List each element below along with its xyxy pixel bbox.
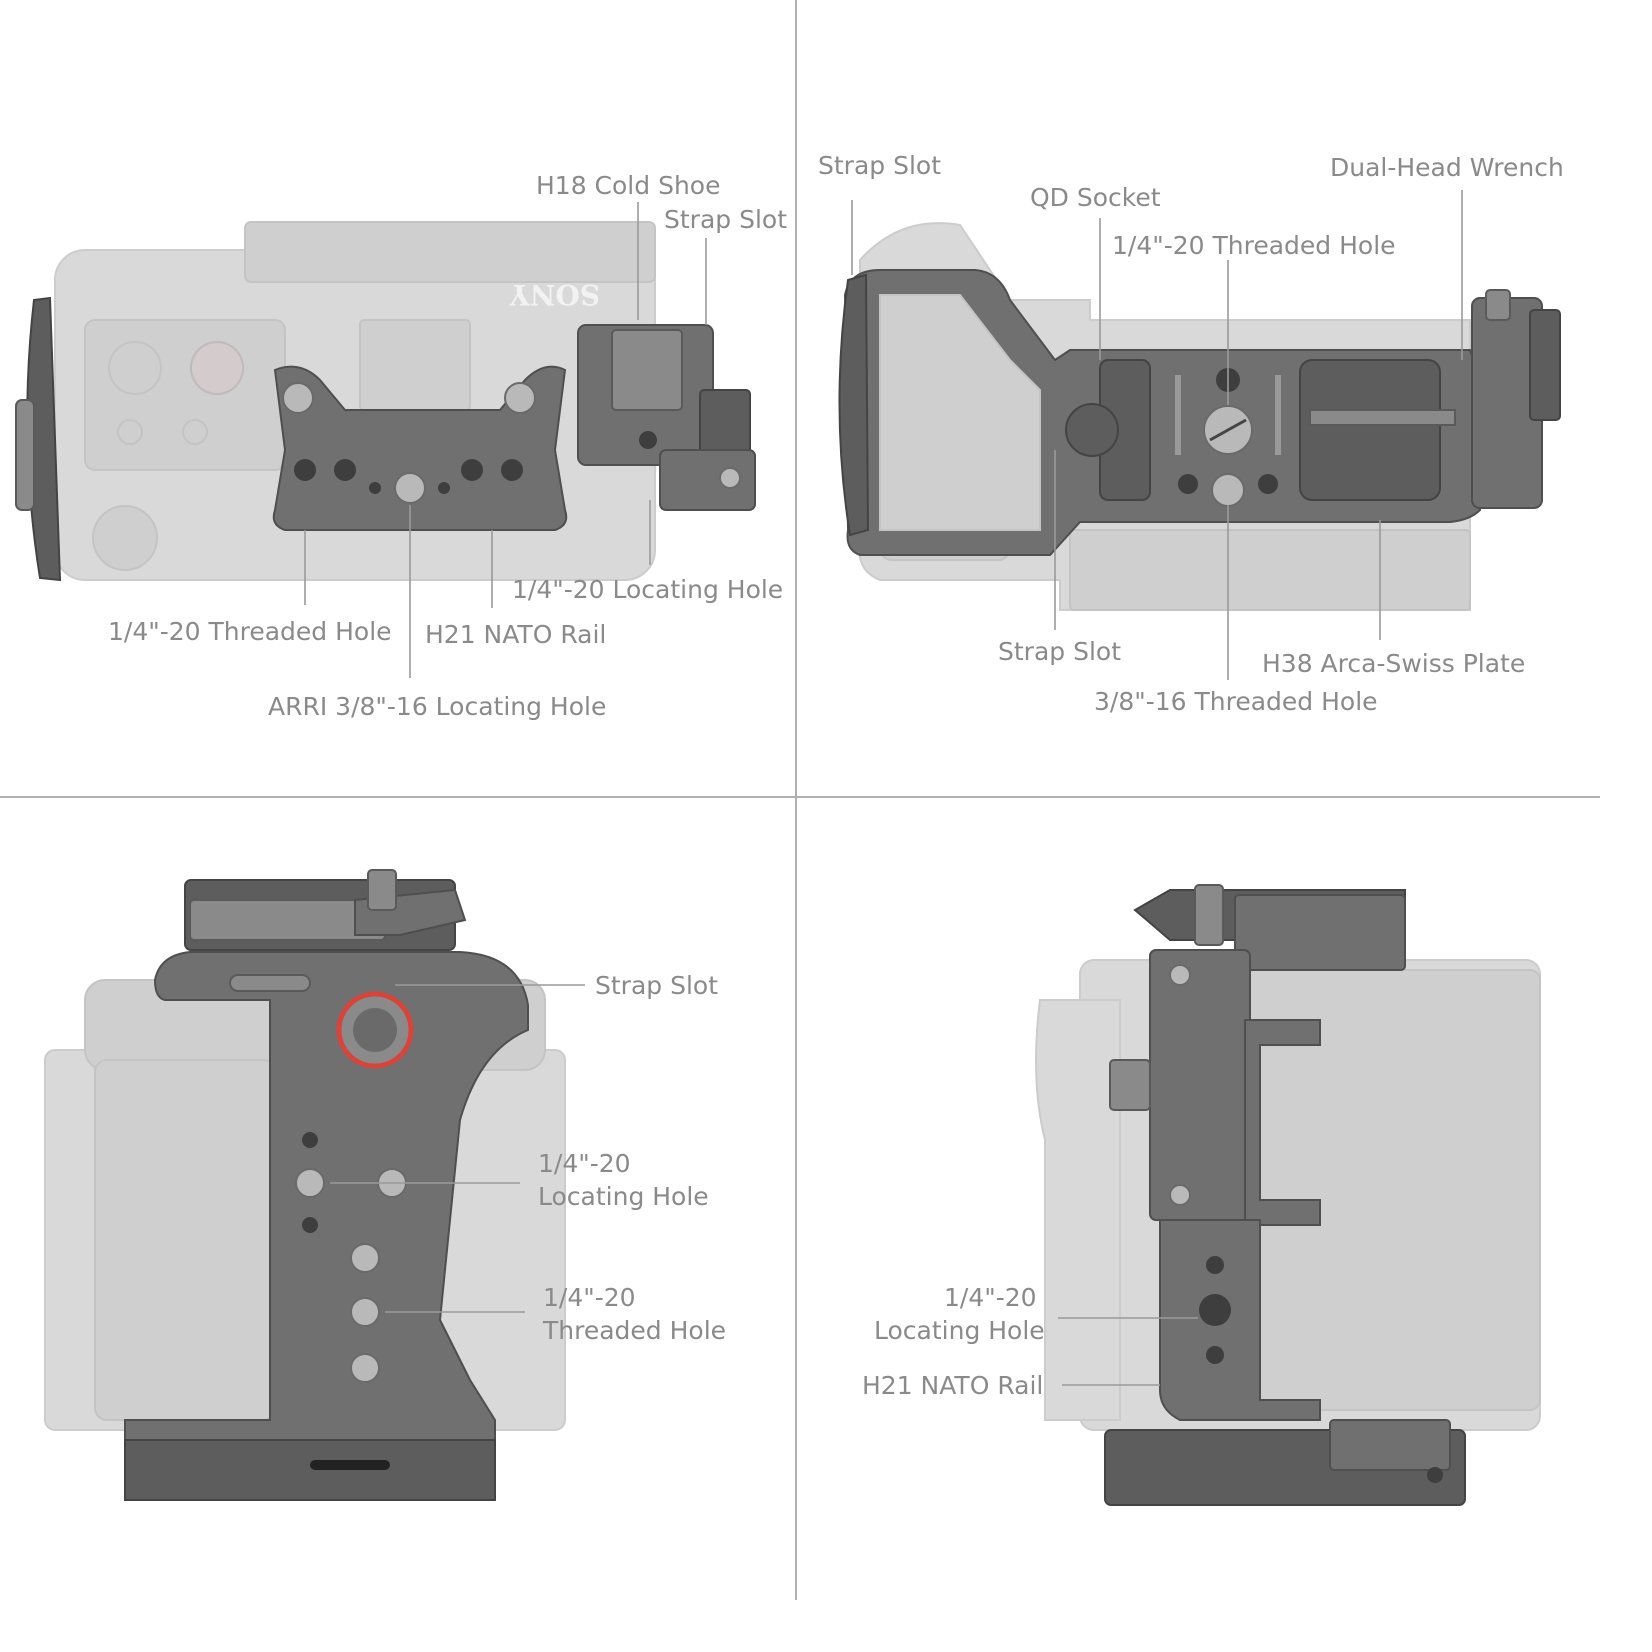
panel-top-right: Strap Slot QD Socket 1/4"-20 Threaded Ho… xyxy=(818,151,1564,716)
label-threaded-line2-bl: Threaded Hole xyxy=(542,1316,726,1345)
cold-shoe-bracket xyxy=(577,324,756,511)
label-arri-hole: ARRI 3/8"-16 Locating Hole xyxy=(268,692,606,721)
label-strap-slot-tr-top: Strap Slot xyxy=(818,151,941,180)
side-handle-right-top xyxy=(838,273,870,537)
label-qd-socket: QD Socket xyxy=(1030,183,1161,212)
label-locating-line2-bl: Locating Hole xyxy=(538,1182,709,1211)
label-arca-plate: H38 Arca-Swiss Plate xyxy=(1262,649,1525,678)
grip-cage xyxy=(124,951,529,1501)
label-threaded-hole-tr: 1/4"-20 Threaded Hole xyxy=(1112,231,1396,260)
label-nato-rail-br: H21 NATO Rail xyxy=(862,1371,1043,1400)
top-handle-bl xyxy=(184,869,467,951)
label-strap-slot-tr-bottom: Strap Slot xyxy=(998,637,1121,666)
side-plate-br xyxy=(1104,949,1466,1506)
label-locating-line1-bl: 1/4"-20 xyxy=(538,1149,631,1178)
label-nato-rail-tl: H21 NATO Rail xyxy=(425,620,606,649)
panel-bottom-right: 1/4"-20 Locating Hole H21 NATO Rail xyxy=(862,884,1541,1506)
top-nato-plate xyxy=(272,365,568,531)
label-strap-slot-bl: Strap Slot xyxy=(595,971,718,1000)
dual-head-wrench xyxy=(1471,289,1561,509)
panel-top-left: SONY xyxy=(15,171,787,721)
label-threaded-hole-tl: 1/4"-20 Threaded Hole xyxy=(108,617,392,646)
bottom-plate-cage xyxy=(843,269,1481,556)
label-threaded-line1-bl: 1/4"-20 xyxy=(543,1283,636,1312)
panel-bottom-left: Strap Slot 1/4"-20 Locating Hole 1/4"-20… xyxy=(44,869,726,1501)
label-cold-shoe: H18 Cold Shoe xyxy=(536,171,720,200)
label-wrench: Dual-Head Wrench xyxy=(1330,153,1564,182)
sony-logo: SONY xyxy=(509,278,600,311)
label-locating-hole-tl: 1/4"-20 Locating Hole xyxy=(512,575,783,604)
label-locating-line1-br: 1/4"-20 xyxy=(944,1283,1037,1312)
side-handle-left xyxy=(15,296,62,582)
label-strap-slot-tl: Strap Slot xyxy=(664,205,787,234)
label-locating-line2-br: Locating Hole xyxy=(874,1316,1045,1345)
label-threaded-38: 3/8"-16 Threaded Hole xyxy=(1094,687,1378,716)
top-handle-br xyxy=(1133,884,1406,971)
